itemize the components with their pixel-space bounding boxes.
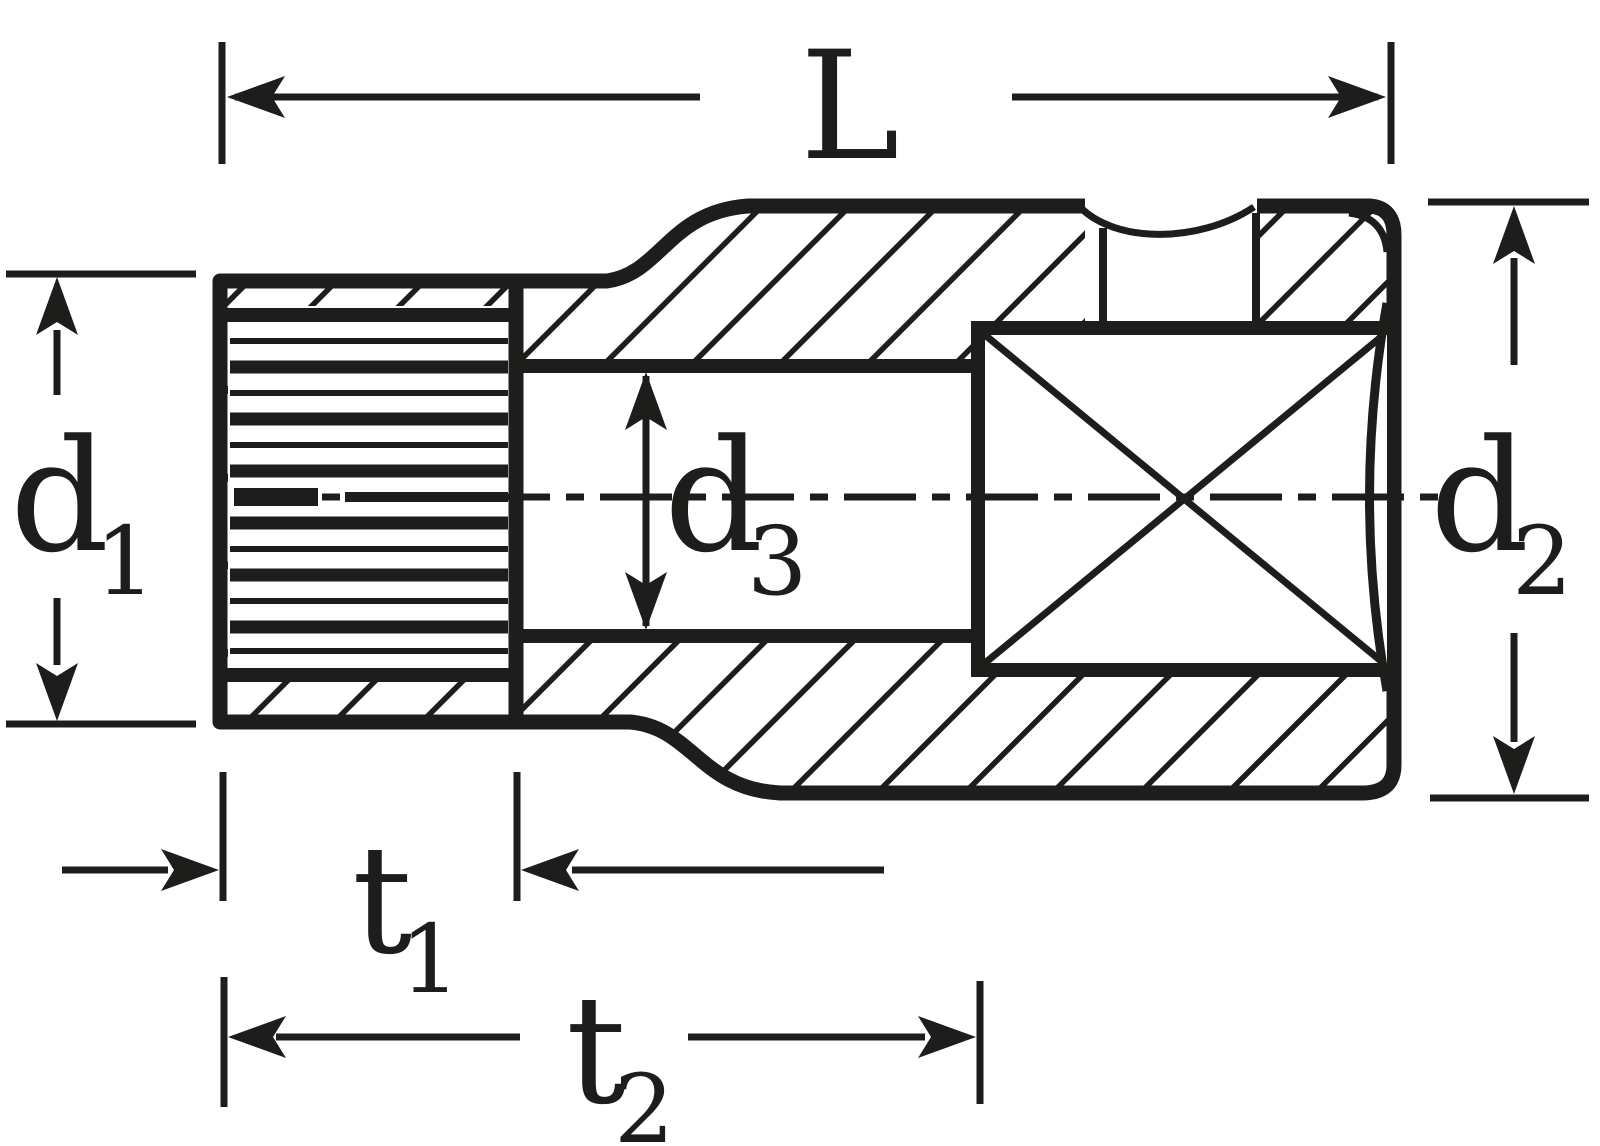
arrowhead-right: [1328, 76, 1386, 118]
dimension-d2-label: d: [1430, 406, 1529, 587]
dimension-d2-subscript: 2: [1512, 507, 1572, 617]
arrowhead-left: [228, 1016, 286, 1058]
break-line-wave: [1077, 204, 1256, 238]
dimension-t1-label: t: [352, 814, 412, 988]
arrowhead-left: [521, 849, 579, 891]
arrowhead-right: [918, 1016, 976, 1058]
dimension-d1-subscript: 1: [95, 507, 155, 617]
arrowhead-down: [36, 663, 78, 721]
dimension-d3-label: d: [664, 406, 763, 587]
arrowhead-up: [1493, 206, 1535, 264]
arrowhead-left: [227, 76, 285, 118]
break-out: [1077, 204, 1260, 324]
dimension-d1: d 1: [6, 270, 196, 728]
bore: [509, 359, 978, 643]
dimension-t2-label: t: [566, 964, 626, 1138]
dimension-L: L: [218, 20, 1395, 194]
arrowhead-down: [1493, 736, 1535, 794]
dimension-t2-subscript: 2: [614, 1055, 674, 1146]
break-out-region: [1085, 196, 1257, 324]
arrowhead-up: [625, 372, 667, 430]
arrowhead-up: [36, 277, 78, 335]
bore-region: [516, 373, 977, 629]
arrowhead-right: [161, 849, 219, 891]
spline-section: [222, 288, 524, 716]
arrowhead-down: [625, 572, 667, 630]
dimension-t1-subscript: 1: [400, 905, 460, 1015]
dimension-L-label: L: [800, 20, 900, 194]
inner-corner-fillet: [1348, 209, 1391, 253]
dimension-d3-subscript: 3: [747, 507, 807, 617]
spline-teeth: [230, 338, 508, 654]
dimension-d2: d 2: [1428, 198, 1589, 802]
dimension-t2: t 2: [220, 964, 984, 1146]
dimension-t1: t 1: [62, 772, 884, 1015]
dimension-d1-label: d: [10, 406, 109, 587]
dimension-d3: d 3: [625, 372, 807, 630]
